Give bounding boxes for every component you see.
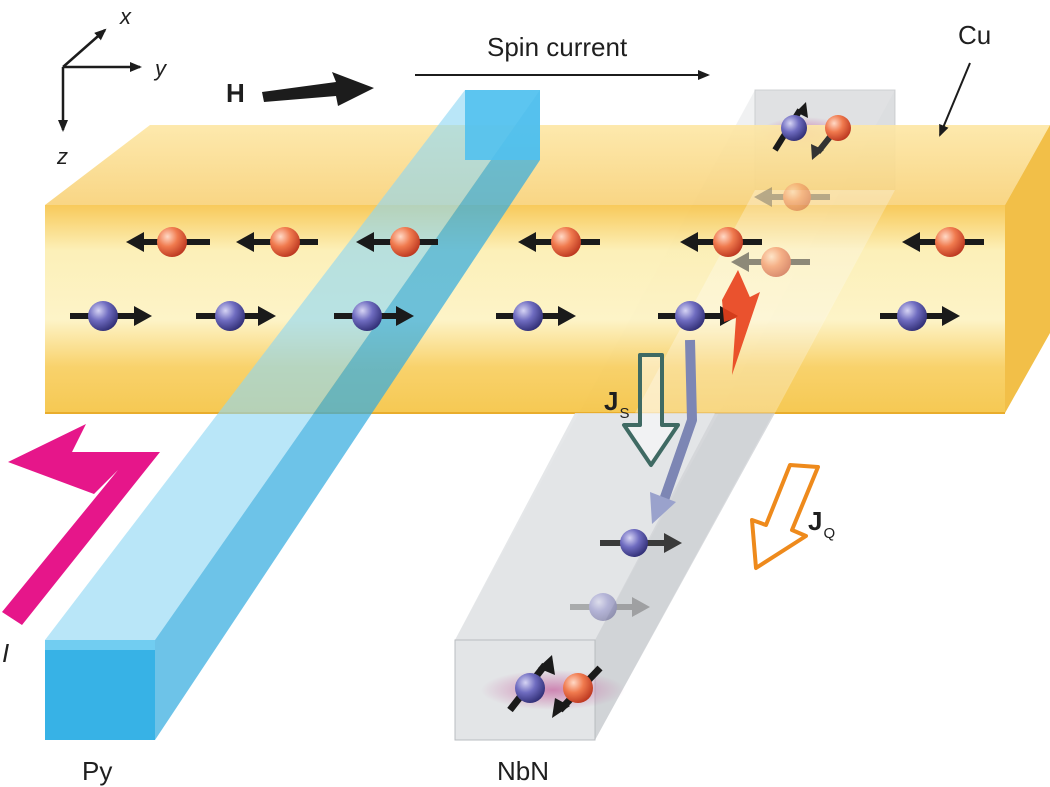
spin-down-electron — [70, 301, 152, 331]
axis-y-label: y — [155, 56, 166, 81]
spin-up-electron-faded — [754, 183, 830, 211]
spin-up-electron — [680, 227, 762, 257]
heat-current-jq-arrow — [750, 463, 820, 570]
axis-x-label: x — [120, 4, 131, 29]
spin-up-electron — [356, 227, 438, 257]
cooper-pair-bottom — [507, 655, 603, 718]
spin-down-electron-nbn-faded — [570, 593, 650, 621]
spin-down-electron — [334, 301, 414, 331]
spin-up-electrons — [126, 183, 984, 277]
spin-down-electron — [496, 301, 576, 331]
spin-up-electron — [518, 227, 600, 257]
jq-label: JQ — [808, 506, 835, 541]
axis-z-label: z — [57, 144, 68, 169]
spin-down-electron — [880, 301, 960, 331]
spin-down-electron-nbn — [600, 529, 682, 557]
spin-down-electron — [196, 301, 276, 331]
cu-pointer-arrow — [939, 62, 971, 137]
spin-current-js-arrow — [622, 353, 680, 467]
py-bar — [45, 90, 540, 740]
field-h-arrow — [262, 72, 374, 106]
blue-scatter-arrow — [650, 339, 697, 524]
field-h-label: H — [226, 78, 245, 108]
charge-current-arrow — [2, 424, 160, 625]
js-label: JS — [604, 386, 629, 421]
py-label: Py — [82, 756, 113, 786]
coordinate-axes — [58, 28, 142, 132]
jq-sub: Q — [823, 525, 836, 542]
nbn-label: NbN — [497, 756, 550, 786]
js-main: J — [604, 386, 619, 416]
current-i-label: I — [2, 638, 10, 668]
jq-main: J — [808, 506, 823, 536]
spin-up-electron — [236, 227, 318, 257]
cooper-pair-top — [772, 102, 851, 160]
cu-bar — [45, 125, 1050, 414]
js-sub: S — [619, 405, 630, 422]
spin-up-electron-faded — [731, 247, 810, 277]
cu-label: Cu — [958, 20, 992, 50]
spin-current-label: Spin current — [487, 32, 628, 62]
spin-up-electron — [126, 227, 210, 257]
red-scatter-arrow — [722, 270, 760, 375]
spin-up-electron — [902, 227, 984, 257]
